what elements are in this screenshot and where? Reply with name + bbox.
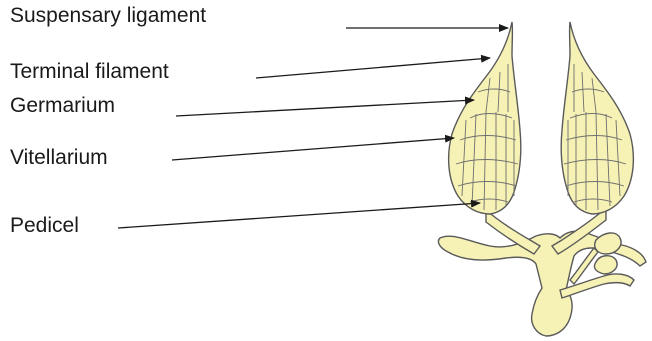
ovary-illustration — [438, 22, 646, 336]
accessory-bulb-upper — [595, 233, 621, 254]
arrow-vitellarium — [172, 138, 454, 160]
arrow-pedicel — [118, 203, 480, 228]
pointer-arrows — [118, 28, 508, 228]
accessory-bulb-lower — [594, 256, 617, 274]
arrow-germarium — [176, 100, 474, 116]
arrow-terminal-filament — [256, 58, 490, 78]
